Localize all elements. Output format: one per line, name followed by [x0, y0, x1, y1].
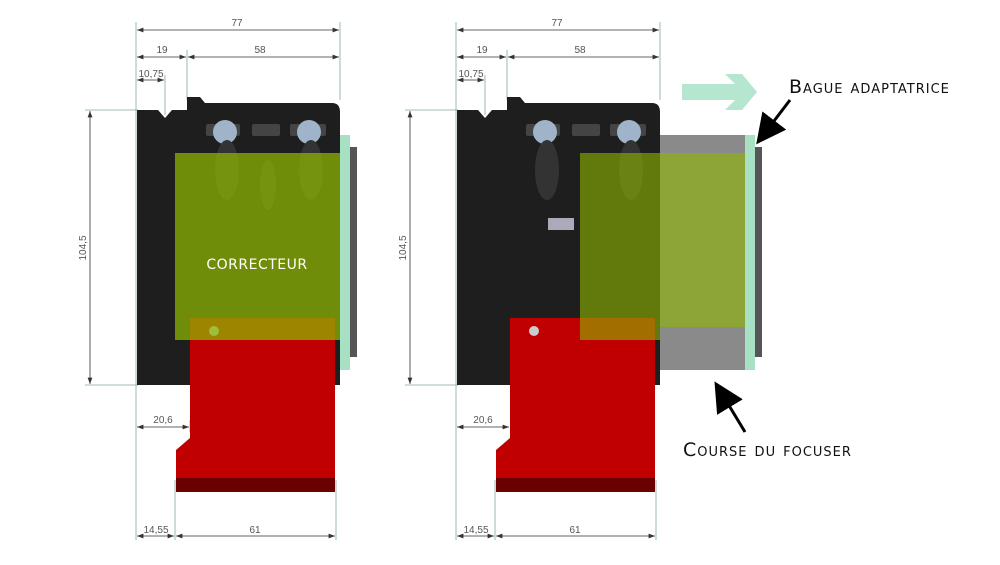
dim-61: 61 [569, 525, 581, 536]
corrector-overlay [580, 153, 745, 340]
camera-flange [350, 147, 357, 357]
dim-10-75: 10,75 [138, 69, 163, 80]
drawing-with-corrector: 77 19 58 10,75 104,5 20,6 14,55 61 CORRE… [78, 18, 357, 540]
adapter-ring [340, 135, 350, 370]
adapter-ring-label: Bague adaptatrice [789, 76, 950, 98]
dim-14-55: 14,55 [463, 525, 488, 536]
dim-61: 61 [249, 525, 261, 536]
corrector-label: CORRECTEUR [206, 257, 307, 273]
dim-19: 19 [156, 45, 168, 56]
dim-20-6: 20,6 [473, 415, 493, 426]
dim-19: 19 [476, 45, 488, 56]
dim-77: 77 [231, 18, 243, 29]
dimension-lines [405, 22, 661, 540]
adapter-ring [745, 135, 755, 370]
dim-77: 77 [551, 18, 563, 29]
dim-10-75: 10,75 [458, 69, 483, 80]
focuser-travel-label: Course du focuser [683, 439, 852, 461]
corrector-overlay [175, 153, 340, 340]
dim-20-6: 20,6 [153, 415, 173, 426]
camera-flange [755, 147, 762, 357]
bracket [176, 318, 335, 492]
direction-arrow-icon [682, 74, 757, 110]
dim-104-5: 104,5 [78, 235, 89, 260]
dim-14-55: 14,55 [143, 525, 168, 536]
drawing-with-focuser-travel: 77 19 58 10,75 104,5 20,6 14,55 61 [398, 18, 762, 540]
dim-104-5: 104,5 [398, 235, 409, 260]
dim-58: 58 [574, 45, 586, 56]
bracket [496, 318, 655, 492]
dimension-lines [85, 22, 341, 540]
dim-58: 58 [254, 45, 266, 56]
adapter-pointer-arrow [756, 99, 792, 145]
travel-pointer-arrow [714, 381, 747, 433]
